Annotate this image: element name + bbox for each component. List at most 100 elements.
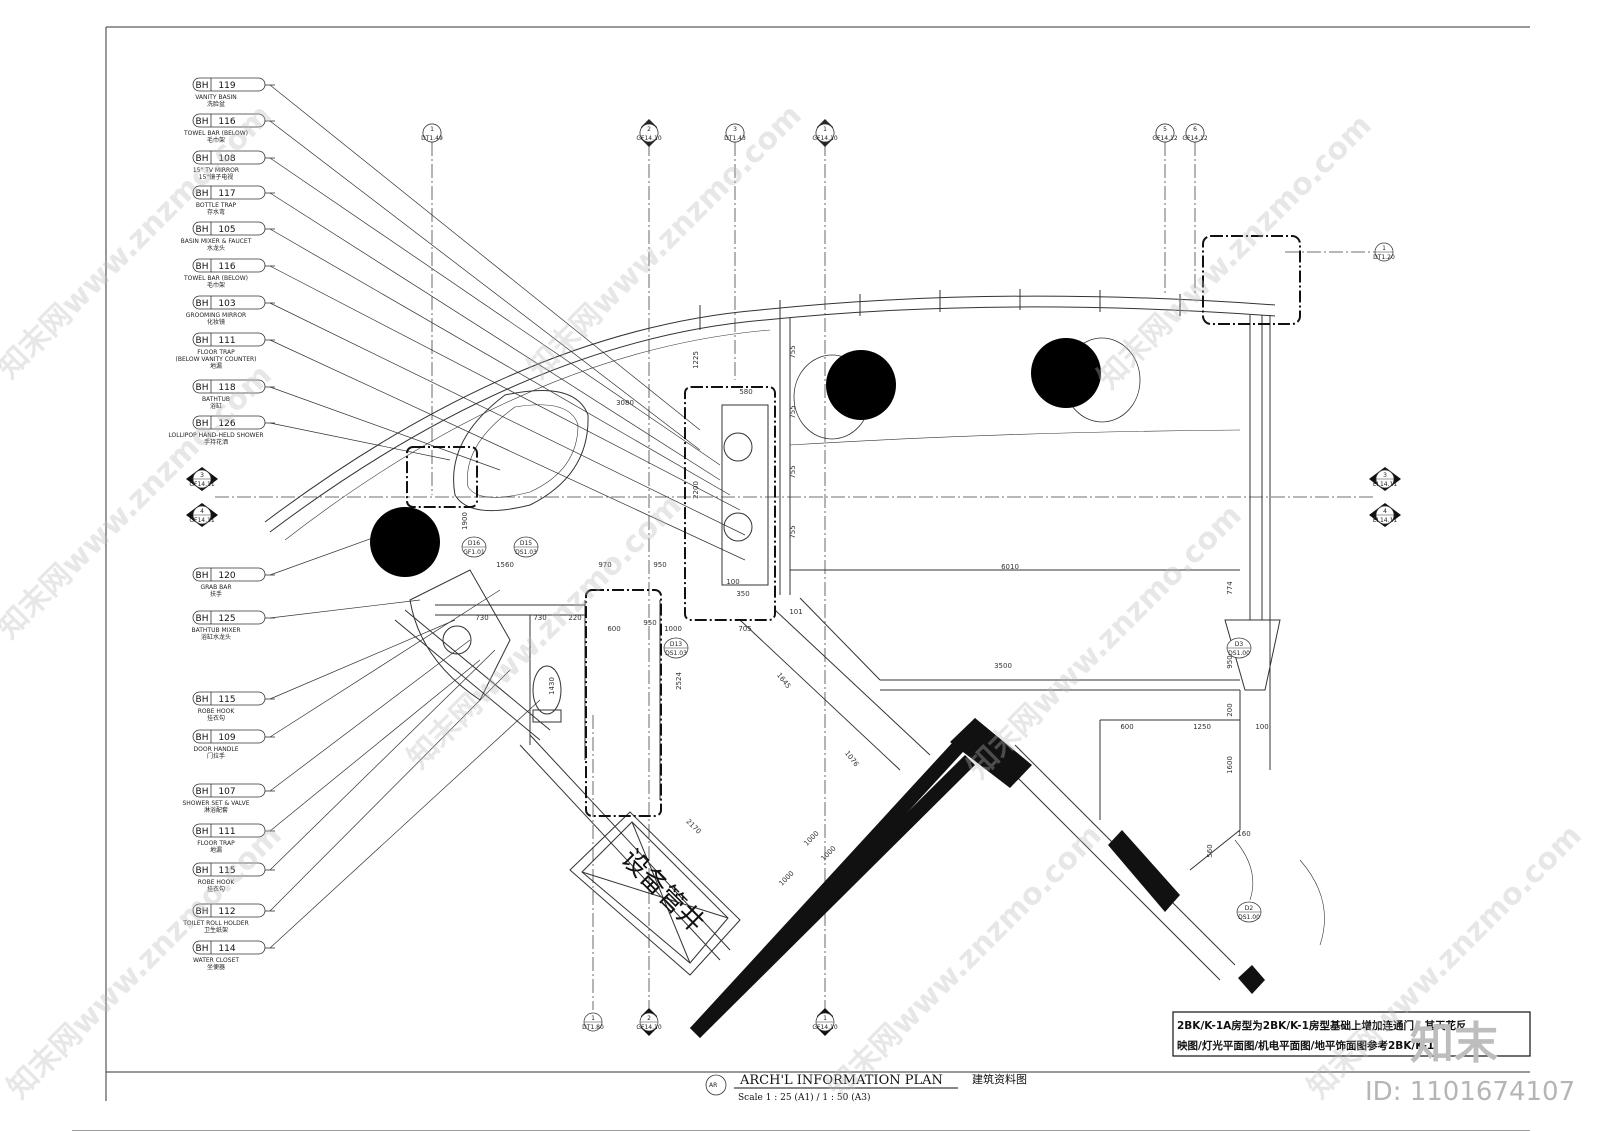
dimension-label: 1900	[461, 512, 469, 530]
grid-tag-ref: GF14.10	[812, 1024, 837, 1031]
door-tag-ref: DS1.03	[665, 650, 687, 657]
watermarks: 知末网www.znzmo.com 知末网www.znzmo.com 知末网www…	[0, 98, 1589, 1107]
dimension-label: 3080	[616, 399, 634, 407]
dimension-label: 1000	[664, 625, 682, 633]
door-tag-ref: DS1.00	[1228, 650, 1250, 657]
legend-label-en: TOWEL BAR (BELOW)	[183, 275, 248, 282]
side-tag-number: 3	[1383, 472, 1387, 479]
dimension-label: 1600	[1226, 756, 1234, 774]
dimension-label: 1560	[496, 561, 514, 569]
downlight-1	[370, 507, 440, 577]
legend-number: 103	[218, 299, 235, 309]
legend-code: BH	[196, 571, 209, 581]
legend-label-en: TOILET ROLL HOLDER	[182, 920, 249, 927]
grid-tags: 1DT1.492GF14.103DT1.431GF14.105GF14.126G…	[421, 119, 1208, 1036]
legend-number: 116	[218, 262, 235, 272]
downlight-dots	[370, 338, 1101, 577]
legend-number: 125	[218, 614, 235, 624]
sheet-frame	[72, 26, 1530, 1131]
dimension-label: 730	[533, 614, 546, 622]
legend-label-cn: 浴缸	[210, 402, 222, 410]
legend-code: BH	[196, 695, 209, 705]
door-tag-number: D16	[468, 540, 480, 547]
dimension-label: 755	[789, 345, 797, 358]
legend-number: 115	[218, 866, 235, 876]
legend-code: BH	[196, 117, 209, 127]
dimension-label: 6010	[1001, 563, 1019, 571]
legend-label-en: DOOR HANDLE	[194, 746, 239, 753]
watermark-site: 知末网www.znzmo.com	[401, 488, 689, 776]
legend-code: BH	[196, 419, 209, 429]
grid-tag-number: 5	[1163, 126, 1167, 133]
dimension-label: 755	[789, 525, 797, 538]
dimension-label: 160	[1237, 830, 1250, 838]
grid-tag-number: 1	[823, 126, 827, 133]
legend-label-en: WATER CLOSET	[193, 957, 239, 964]
door-tags: D16GF1.01D15DS1.03D13DS1.03D3DS1.00D2DS1…	[461, 536, 1262, 923]
dimension-label: 705	[738, 625, 751, 633]
door-tag-ref: DS1.03	[515, 549, 537, 556]
downlight-3	[1031, 338, 1101, 408]
legend-code: BH	[196, 944, 209, 954]
legend-number: 126	[218, 419, 235, 429]
legend-code: BH	[196, 154, 209, 164]
legend-code: BH	[196, 336, 209, 346]
curved-facade	[264, 295, 1276, 541]
solid-walls	[690, 718, 1265, 1038]
grid-tag-ref: GF14.10	[636, 135, 661, 142]
downlight-2	[826, 350, 896, 420]
dimension-label: 950	[643, 619, 656, 627]
legend-code: BH	[196, 614, 209, 624]
legend-code: BH	[196, 81, 209, 91]
dimension-label: 2524	[675, 672, 683, 690]
side-tag-ref: GF14.11	[189, 517, 214, 524]
grid-lines	[215, 142, 1375, 1010]
legend-number: 115	[218, 695, 235, 705]
legend-label-en: 15" TV MIRROR	[193, 167, 239, 174]
legend-number: 117	[218, 189, 235, 199]
grid-tag-number: 1	[591, 1015, 595, 1022]
watermark-site: 知末网www.znzmo.com	[1, 818, 289, 1106]
legend-number: 111	[218, 827, 235, 837]
legend-label-cn: 手持花洒	[204, 438, 228, 446]
dimension-label: 1430	[548, 677, 556, 695]
legend-label-cn: 地漏	[210, 846, 222, 854]
grid-tag-ref: DT1.80	[582, 1024, 604, 1031]
legend-number: 108	[218, 154, 235, 164]
dimension-label: 1000	[777, 869, 795, 887]
legend-label-en: (BELOW VANITY COUNTER)	[175, 356, 256, 363]
legend-label-en: GROOMING MIRROR	[186, 312, 246, 319]
legend-label-cn: 地漏	[210, 362, 222, 370]
grid-tag-ref: DT1.43	[724, 135, 746, 142]
legend-number: 109	[218, 733, 235, 743]
grid-tag-ref: GF14.12	[1152, 135, 1177, 142]
legend-label-en: BATHTUB	[202, 396, 230, 403]
dimension-label: 100	[1255, 723, 1268, 731]
legend-label-cn: 15"镜子电视	[199, 173, 233, 181]
door-tag-number: D2	[1245, 905, 1254, 912]
dimension-label: 600	[607, 625, 620, 633]
legend-label-en: FLOOR TRAP	[197, 349, 235, 356]
title-block: AR ARCH'L INFORMATION PLAN 建筑资料图 Scale 1…	[705, 1072, 1027, 1103]
